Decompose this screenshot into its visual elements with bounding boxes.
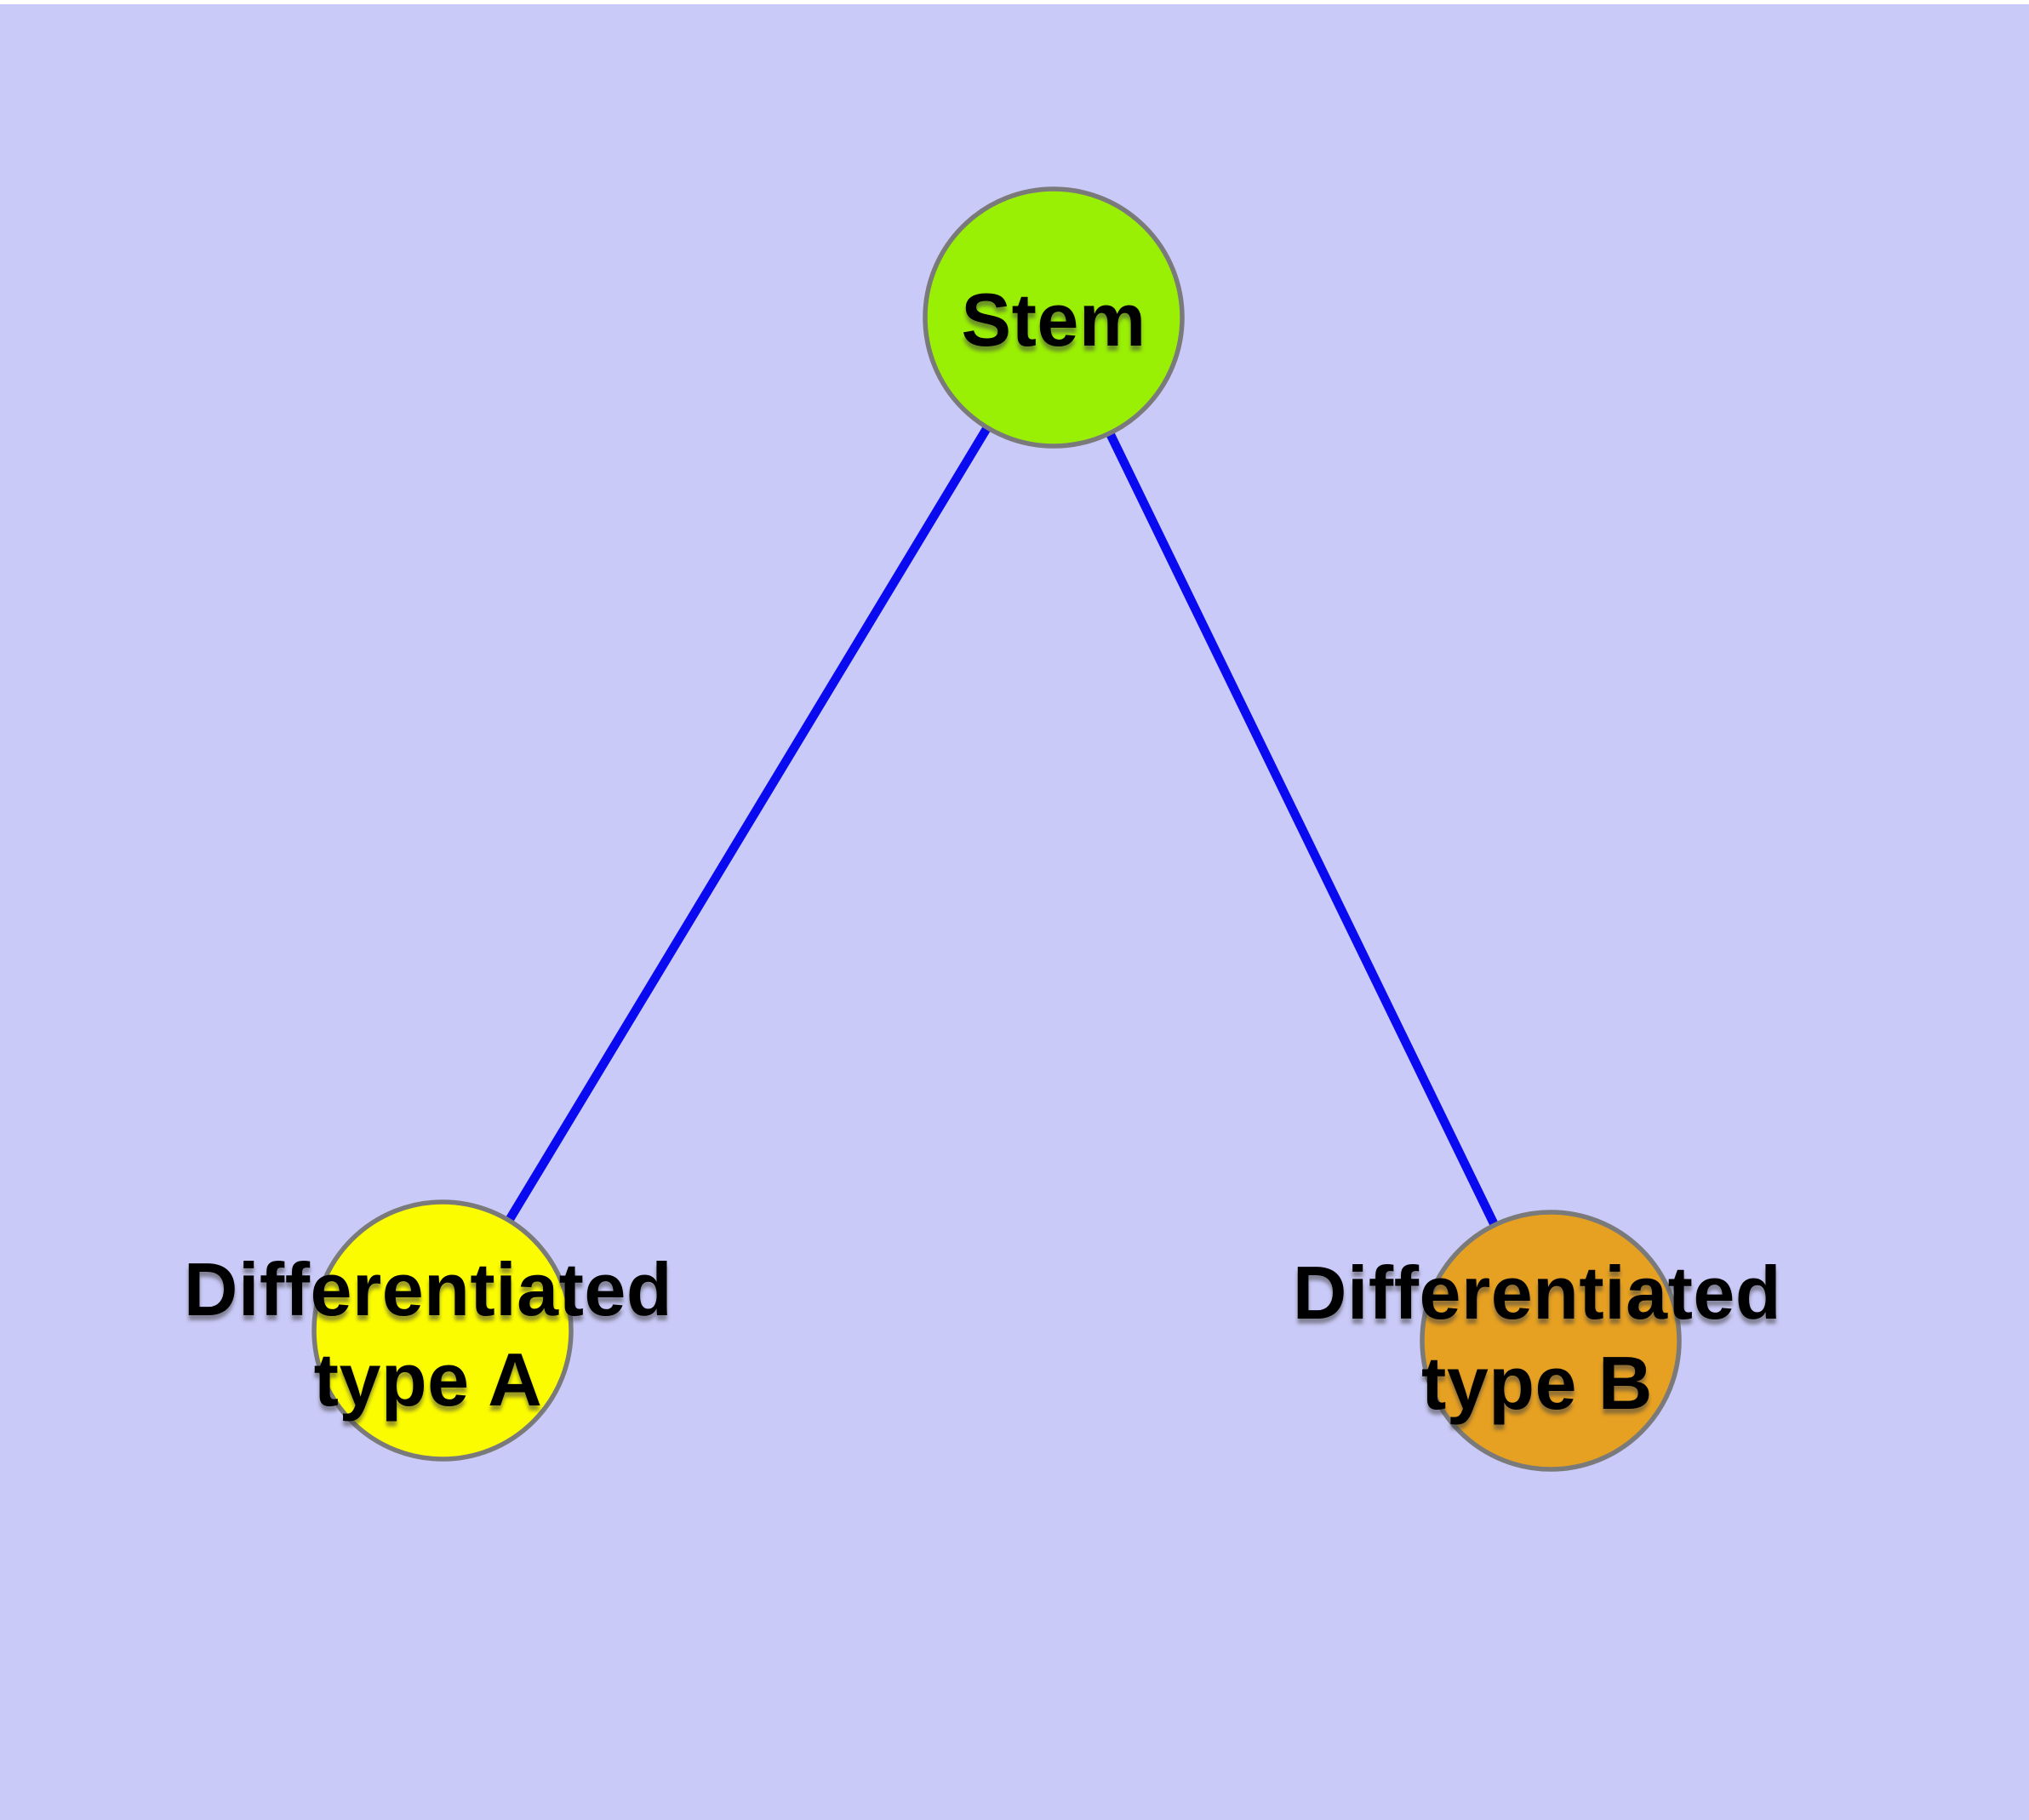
- edge-stem-to-type-b: [1049, 315, 1555, 1343]
- node-stem-circle: [923, 186, 1185, 449]
- top-edge-strip: [0, 0, 2029, 4]
- edge-stem-to-type-a: [438, 315, 1058, 1333]
- node-type-a-circle: [311, 1199, 574, 1462]
- node-type-b-circle: [1420, 1210, 1682, 1472]
